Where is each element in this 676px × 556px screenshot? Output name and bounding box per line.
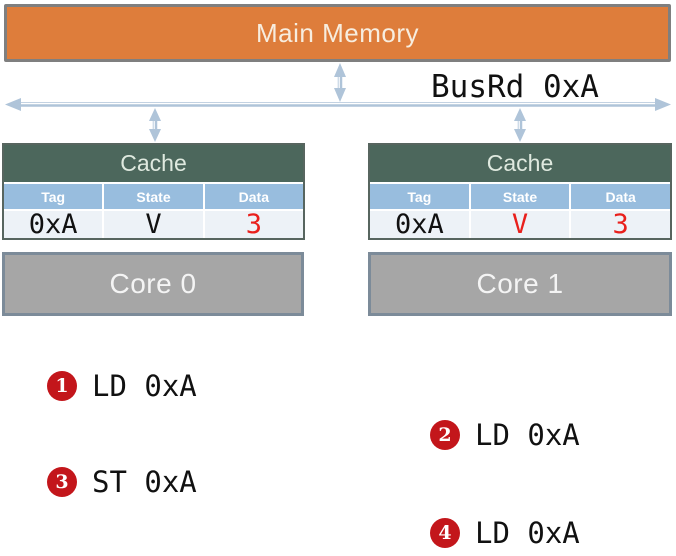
memory-bus-arrow-icon xyxy=(334,63,346,102)
op1-instruction: LD 0xA xyxy=(92,369,197,403)
cache1-column-headers: Tag State Data xyxy=(370,182,671,209)
op3-row: 3 ST 0xA xyxy=(47,465,197,499)
op3-step-badge: 3 xyxy=(47,467,77,497)
cache1-entry-row: 0xA V 3 xyxy=(370,209,671,238)
cache0-col-data: Data xyxy=(202,184,303,209)
op4-step-badge: 4 xyxy=(430,518,460,548)
op2-step-badge: 2 xyxy=(430,420,460,450)
op1-row: 1 LD 0xA xyxy=(47,369,197,403)
cache0-column-headers: Tag State Data xyxy=(4,182,303,209)
op2-row: 2 LD 0xA xyxy=(430,418,580,452)
cache0-col-state: State xyxy=(102,184,203,209)
main-memory-label: Main Memory xyxy=(256,17,419,48)
core1-box: Core 1 xyxy=(368,252,672,316)
cache1-table: Cache Tag State Data 0xA V 3 xyxy=(368,143,672,240)
cache0-data-value: 3 xyxy=(202,211,303,238)
cache0-table: Cache Tag State Data 0xA V 3 xyxy=(2,143,305,240)
cache0-col-tag: Tag xyxy=(4,184,103,209)
op3-instruction: ST 0xA xyxy=(92,465,197,499)
cache1-col-state: State xyxy=(468,184,570,209)
cache0-title: Cache xyxy=(4,145,303,182)
main-memory-box: Main Memory xyxy=(4,4,671,62)
core0-box: Core 0 xyxy=(2,252,304,316)
cache1-bus-arrow-icon xyxy=(514,108,526,142)
cache0-bus-arrow-icon xyxy=(149,108,161,142)
core1-label: Core 1 xyxy=(476,268,564,299)
op4-row: 4 LD 0xA xyxy=(430,516,580,550)
op4-instruction: LD 0xA xyxy=(475,516,580,550)
cache1-tag-value: 0xA xyxy=(370,211,469,238)
cache0-state-value: V xyxy=(102,211,203,238)
cache1-state-value: V xyxy=(468,211,570,238)
cache1-col-data: Data xyxy=(569,184,671,209)
core0-label: Core 0 xyxy=(109,268,197,299)
bus-transaction-label: BusRd 0xA xyxy=(431,69,599,105)
cache1-title: Cache xyxy=(370,145,670,182)
cache1-col-tag: Tag xyxy=(370,184,469,209)
op2-instruction: LD 0xA xyxy=(475,418,580,452)
cache0-tag-value: 0xA xyxy=(4,211,103,238)
cache0-entry-row: 0xA V 3 xyxy=(4,209,303,238)
op1-step-badge: 1 xyxy=(47,371,77,401)
cache1-data-value: 3 xyxy=(569,211,671,238)
